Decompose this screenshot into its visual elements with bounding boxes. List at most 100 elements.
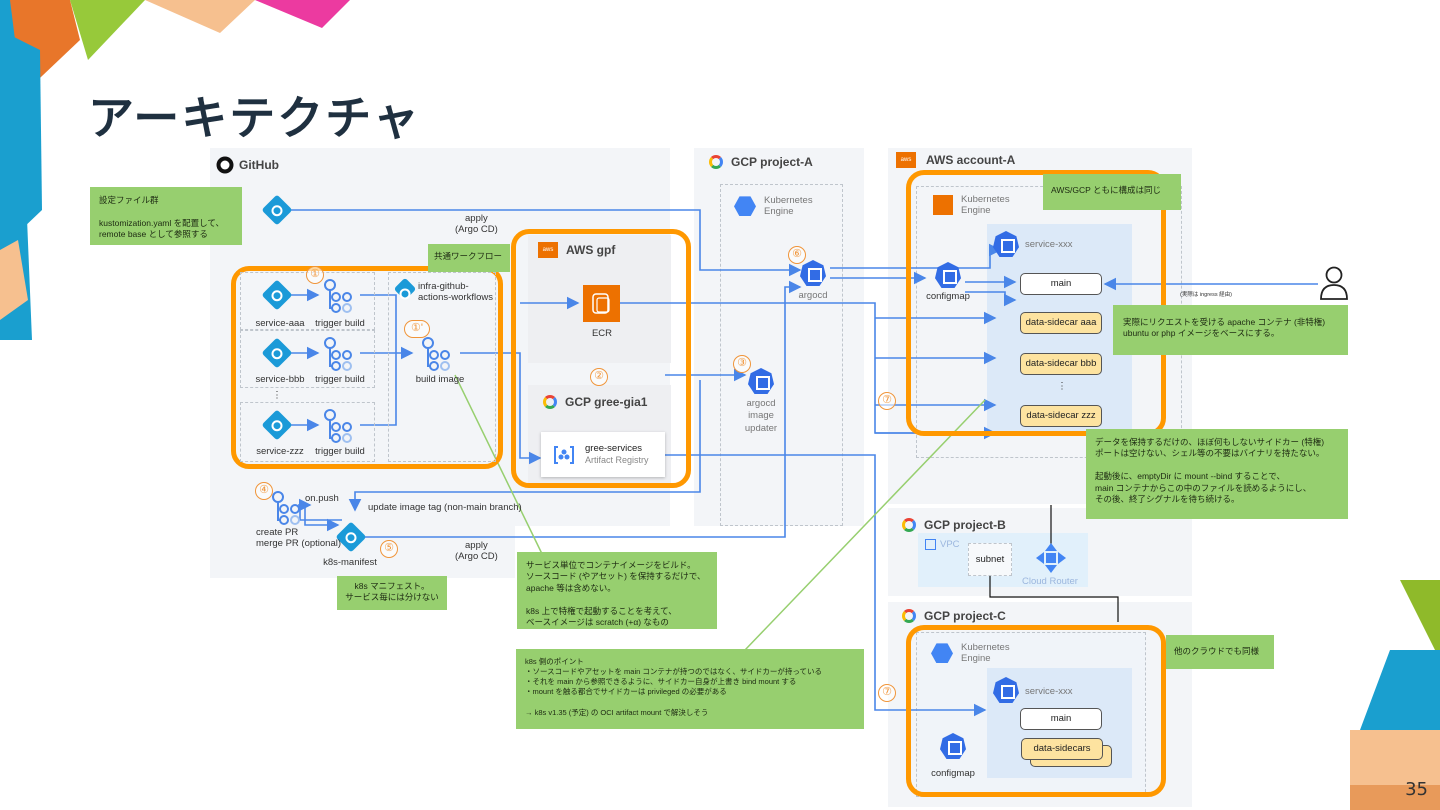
slide-title: アーキテクチャ (88, 91, 421, 145)
ellipsis: ⋮ (1057, 381, 1067, 392)
aws-account-a-header: aws AWS account-A (896, 152, 1015, 168)
on-push-label: on.push (305, 493, 339, 504)
github-icon (216, 156, 234, 174)
configmap-label: configmap (931, 768, 975, 779)
gke-label: Kubernetes Engine (961, 642, 1010, 665)
gcp-gree-gia1-title: GCP gree-gia1 (565, 395, 648, 409)
step-1-prime: ①' (404, 320, 430, 338)
page-number: 35 (1405, 779, 1428, 800)
main-container[interactable]: main (1020, 273, 1102, 295)
pr-workflow-icon (272, 491, 300, 525)
step-7: ⑦ (878, 684, 896, 702)
gcp-project-a-title: GCP project-A (731, 155, 813, 169)
gcp-project-c-title: GCP project-C (924, 609, 1006, 623)
note-other-cloud: 他のクラウドでも同様 (1166, 635, 1274, 669)
user-icon (1320, 266, 1348, 300)
ecr-label: ECR (591, 328, 613, 339)
gcp-gree-gia1-header: GCP gree-gia1 (543, 395, 647, 409)
note-config-files: 設定ファイル群 kustomization.yaml を配置して、 remote… (90, 187, 242, 245)
github-title: GitHub (239, 158, 279, 172)
aws-logo-icon: aws (896, 152, 916, 168)
note-manifest: k8s マニフェスト。 サービス毎には分けない (337, 576, 447, 610)
eks-header: Kubernetes Engine (933, 194, 1010, 217)
vpc-icon (925, 539, 936, 550)
kubernetes-engine-icon (931, 643, 953, 664)
decorative-corner-top-left (0, 0, 350, 340)
note-k8s-points: k8s 側のポイント ・ソースコードやアセットを main コンテナが持つのでは… (516, 649, 864, 729)
aws-account-a-title: AWS account-A (926, 153, 1016, 167)
ingress-note: (実際は ingress 経由) (1180, 292, 1232, 298)
container-registry-icon (592, 293, 610, 314)
eks-icon (933, 195, 953, 216)
note-sidecar: データを保持するだけの、ほぼ何もしないサイドカー (特権) ポートは空けない、シ… (1086, 429, 1348, 519)
kubernetes-engine-icon (734, 196, 756, 217)
sidecar-container[interactable]: data-sidecar aaa (1020, 312, 1102, 334)
gcp-project-c-header: GCP project-C (902, 609, 1006, 623)
configmap-label: configmap (926, 291, 970, 302)
step-1: ① (306, 266, 324, 284)
gcp-project-b-header: GCP project-B (902, 518, 1006, 532)
apply-argocd-label: apply (Argo CD) (455, 213, 498, 236)
registry-type: Artifact Registry (585, 454, 649, 465)
sidecar-container[interactable]: data-sidecar zzz (1020, 405, 1102, 427)
workflow-icon (324, 337, 352, 371)
gcp-logo-icon (902, 609, 916, 623)
gke-header: Kubernetes Engine (931, 642, 1010, 665)
vpc-label: VPC (940, 539, 960, 550)
aws-gpf-title: AWS gpf (566, 243, 616, 257)
highlight-aws-cluster (906, 170, 1166, 436)
decorative-corner-bottom-right (1350, 580, 1440, 810)
gke-header: Kubernetes Engine (734, 195, 813, 218)
gcp-logo-icon (543, 395, 557, 409)
gcp-project-b-title: GCP project-B (924, 518, 1006, 532)
service-label: service-bbb (255, 374, 305, 385)
service-bbb-group (240, 330, 375, 388)
sidecars-container[interactable]: data-sidecars (1021, 738, 1103, 760)
step-2: ② (590, 368, 608, 386)
gcp-project-a-header: GCP project-A (709, 155, 813, 169)
aws-gpf-header: aws AWS gpf (538, 242, 615, 258)
gcp-logo-icon (709, 155, 723, 169)
main-container[interactable]: main (1020, 708, 1102, 730)
create-pr-label: create PR merge PR (optional) (256, 527, 342, 550)
github-header: GitHub (216, 156, 279, 174)
configmap-icon[interactable] (935, 262, 961, 288)
step-6: ⑥ (788, 246, 806, 264)
update-image-tag-label: update image tag (non-main branch) (368, 502, 522, 513)
argocd-label: argocd (798, 290, 828, 301)
highlight-registries (511, 229, 691, 488)
build-image-workflow-icon (422, 337, 450, 371)
argocd-image-updater-label: argocd image updater (744, 398, 778, 434)
artifact-registry-icon (554, 445, 574, 464)
cloud-router-label: Cloud Router (1022, 576, 1078, 587)
apply-argocd-label: apply (Argo CD) (455, 540, 498, 563)
note-main-container: 実際にリクエストを受ける apache コンテナ (非特権) ubuntu or… (1113, 305, 1348, 355)
cloud-router-icon[interactable] (1036, 543, 1066, 573)
subnet-box[interactable]: subnet (968, 543, 1012, 576)
gcp-logo-icon (902, 518, 916, 532)
step-3: ③ (733, 355, 751, 373)
artifact-registry-card[interactable]: gree-services Artifact Registry (541, 432, 665, 477)
argocd-image-updater-icon[interactable] (748, 368, 774, 394)
note-build: サービス単位でコンテナイメージをビルド。 ソースコード (やアセット) を保持す… (517, 552, 717, 629)
service-label: service-zzz (256, 446, 304, 457)
service-zzz-group (240, 402, 375, 462)
service-xxx-label: service-xxx (1025, 239, 1073, 250)
workflows-group (388, 272, 496, 462)
aws-logo-icon: aws (538, 242, 558, 258)
trigger-build-label: trigger build (315, 446, 365, 457)
workflows-repo-label: infra-github- actions-workflows (418, 281, 493, 303)
argocd-icon[interactable] (800, 260, 826, 286)
highlight-gcp-c-cluster (906, 625, 1166, 797)
trigger-build-label: trigger build (315, 318, 365, 329)
k8s-manifest-label: k8s-manifest (323, 557, 377, 568)
ecr-icon[interactable] (583, 285, 620, 322)
highlight-build-group (231, 266, 503, 469)
step-4: ④ (255, 482, 273, 500)
note-common-workflow: 共通ワークフロー (428, 244, 510, 272)
sidecar-container[interactable]: data-sidecar bbb (1020, 353, 1102, 375)
service-xxx-label: service-xxx (1025, 686, 1073, 697)
gke-label: Kubernetes Engine (764, 195, 813, 218)
step-5: ⑤ (380, 540, 398, 558)
ellipsis: ⋮ (272, 390, 282, 401)
